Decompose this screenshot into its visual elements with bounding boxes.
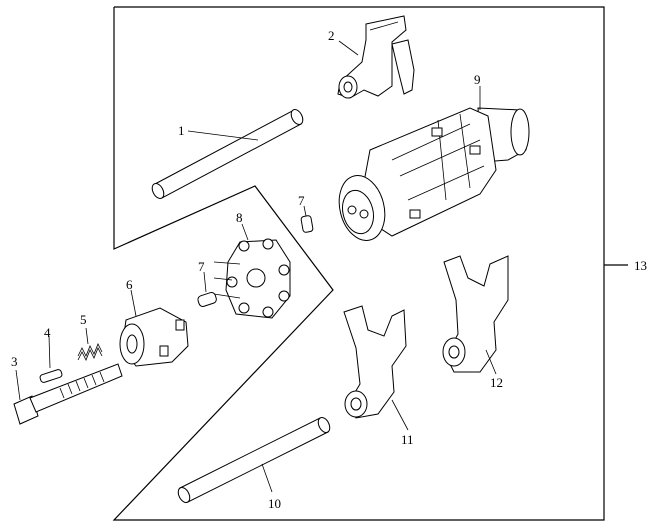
callout-7-lower: 7: [198, 259, 205, 274]
callout-2: 2: [328, 28, 335, 43]
part-10-shaft: [177, 417, 331, 503]
assembly-boundary: [112, 6, 605, 521]
callout-5: 5: [80, 312, 87, 327]
callout-10: 10: [268, 496, 281, 511]
callout-6: 6: [126, 277, 133, 292]
callout-8: 8: [236, 210, 243, 225]
callout-7-upper: 7: [298, 193, 305, 208]
leader-7-lower: [203, 271, 207, 293]
part-9-shift-drum: [338, 107, 530, 241]
part-8-drum-cam: [213, 238, 291, 319]
callout-4: 4: [44, 325, 51, 340]
callout-9: 9: [474, 72, 481, 87]
callout-3: 3: [11, 354, 18, 369]
leader-1: [187, 130, 259, 141]
part-7-pin-upper: [300, 215, 314, 233]
leader-10: [261, 463, 273, 493]
leader-11: [391, 399, 409, 431]
leader-7-upper: [303, 205, 307, 217]
callout-11: 11: [401, 432, 414, 447]
leader-4: [48, 335, 51, 369]
part-12-shift-fork: [442, 255, 509, 373]
part-5-spring: [77, 343, 103, 361]
part-3-bolt: [13, 363, 123, 425]
part-11-shift-fork: [343, 305, 407, 419]
leader-5: [85, 327, 89, 345]
callout-1: 1: [178, 123, 185, 138]
part-4-pin: [39, 369, 63, 383]
leader-6: [130, 289, 137, 317]
leader-2: [338, 40, 359, 56]
leader-3: [15, 369, 21, 401]
part-6-cam-holder: [119, 307, 189, 367]
leader-12: [485, 349, 497, 375]
part-7-pin-lower: [197, 292, 217, 307]
leader-8: [241, 223, 249, 241]
callout-12: 12: [490, 375, 503, 390]
callout-13: 13: [634, 258, 647, 273]
part-2-shift-fork: [337, 15, 415, 99]
part-1-shaft: [151, 109, 304, 199]
